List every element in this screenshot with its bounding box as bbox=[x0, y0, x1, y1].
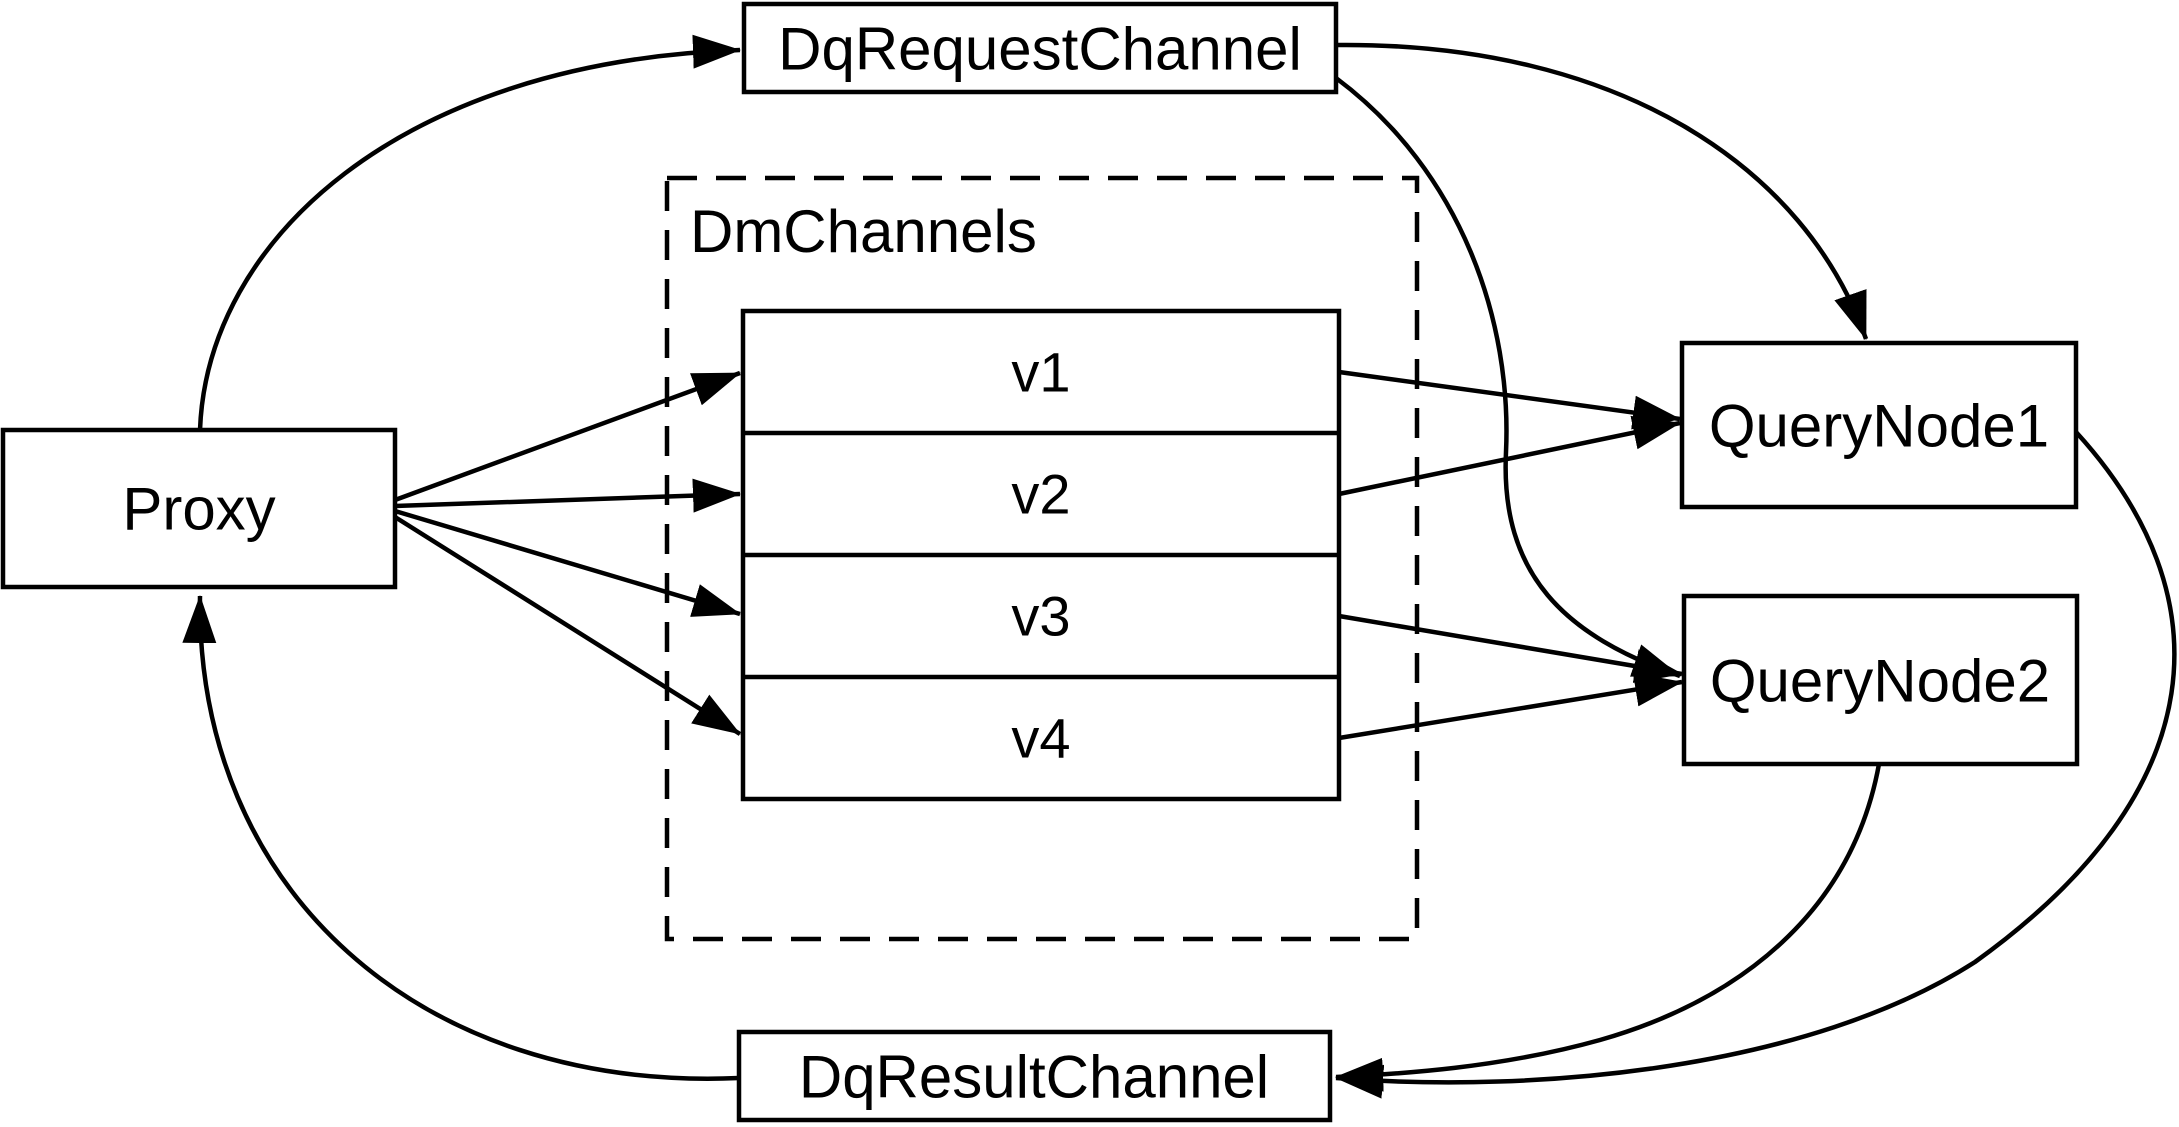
arrow-proxy-to-v2 bbox=[394, 478, 741, 513]
dqrequestchannel-box bbox=[741, 1, 1339, 95]
dqresultchannel-label: DqResultChannel bbox=[799, 1044, 1269, 1111]
dqrequestchannel-label: DqRequestChannel bbox=[778, 16, 1302, 83]
proxy-node: Proxy bbox=[0, 427, 398, 590]
proxy-label: Proxy bbox=[122, 476, 275, 543]
arrow-v2-to-querynode1 bbox=[1338, 415, 1681, 497]
querynode1-box bbox=[1679, 340, 2079, 510]
dmchannels-group-label: DmChannels bbox=[690, 198, 1037, 265]
querynode2-label: QueryNode2 bbox=[1710, 648, 2050, 715]
querynode2-node: QueryNode2 bbox=[1681, 593, 2080, 767]
edges bbox=[182, 34, 2177, 1099]
arrow-v1-to-querynode1 bbox=[1338, 369, 1681, 430]
arrow-v3-to-querynode2 bbox=[1338, 613, 1683, 683]
channel-row-v3: v3 bbox=[1011, 585, 1070, 648]
arrow-proxy-to-dqrequestchannel bbox=[197, 34, 741, 431]
arrow-querynode2-to-dqresultchannel bbox=[1335, 763, 1882, 1092]
querynode2-box bbox=[1681, 593, 2080, 767]
channel-row-v2: v2 bbox=[1011, 463, 1070, 526]
arrow-proxy-to-v3 bbox=[394, 508, 741, 617]
arrow-proxy-to-v4 bbox=[393, 515, 742, 736]
proxy-box bbox=[0, 427, 398, 590]
arrow-proxy-to-v1 bbox=[394, 370, 741, 503]
dqrequestchannel-node: DqRequestChannel bbox=[741, 1, 1339, 95]
arrow-v4-to-querynode2 bbox=[1338, 672, 1683, 741]
dmchannels-group-box bbox=[664, 175, 1420, 942]
querynode1-node: QueryNode1 bbox=[1679, 340, 2079, 510]
dqresultchannel-box bbox=[736, 1029, 1333, 1123]
channel-row-v1: v1 bbox=[1011, 341, 1070, 404]
arrow-dqresultchannel-to-proxy bbox=[182, 595, 740, 1081]
dqresultchannel-node: DqResultChannel bbox=[736, 1029, 1333, 1123]
arrow-querynode1-to-dqresultchannel bbox=[1335, 430, 2177, 1099]
channel-row-v4: v4 bbox=[1011, 707, 1070, 770]
querynode1-label: QueryNode1 bbox=[1709, 393, 2049, 460]
dmchannels-group: DmChannels v1 v2 v3 v4 bbox=[664, 175, 1420, 942]
arrow-dqrequestchannel-to-querynode1 bbox=[1335, 42, 1869, 340]
arrow-dqrequestchannel-to-querynode2 bbox=[1334, 76, 1681, 679]
dmchannels-table: v1 v2 v3 v4 bbox=[740, 308, 1342, 802]
